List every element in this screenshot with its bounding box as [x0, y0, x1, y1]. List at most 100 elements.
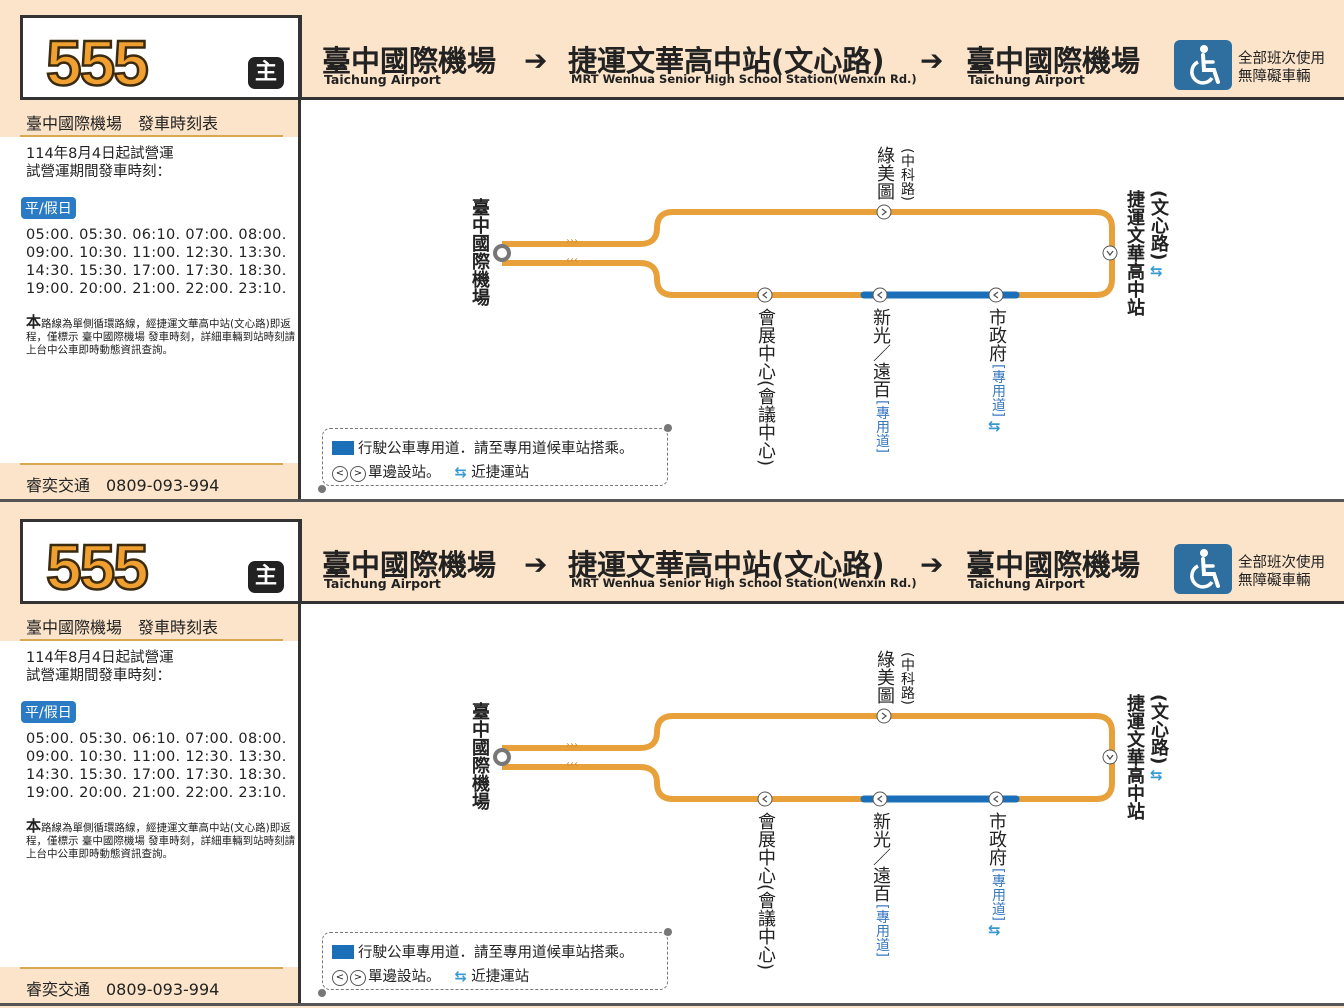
station-shinkong: 新光／遠百	[870, 812, 891, 902]
note-initial: 本	[26, 313, 42, 331]
trial-note: 114年8月4日起試營運 試營運期間發車時刻：	[26, 649, 174, 685]
direction-chevrons	[761, 208, 1114, 299]
schedule-title: 臺中國際機場 發車時刻表	[26, 618, 219, 637]
trial-times-label: 試營運期間發車時刻：	[26, 164, 171, 180]
station-markers	[757, 708, 1118, 807]
turnaround-subtitle: MRT Wenhua Senior High School Station(We…	[571, 576, 917, 590]
accessibility-note: 全部班次使用 無障礙車輛	[1238, 50, 1325, 86]
destination-subtitle: Taichung Airport	[968, 576, 1085, 591]
station-wenhua: 捷運文華高中站	[1124, 190, 1145, 316]
divider	[20, 463, 283, 465]
station-expo: 會展中心(會議中心)	[755, 812, 776, 971]
route-map-area	[301, 100, 1344, 499]
legend-text: 單邊設站。	[368, 969, 441, 985]
note-initial: 本	[26, 817, 42, 835]
mrt-transfer-icon: ⇆	[1150, 262, 1163, 280]
times-row: 09:00. 10:30. 11:00. 12:30. 13:30.	[26, 749, 287, 765]
legend-text: 近捷運站	[471, 969, 530, 985]
mrt-transfer-icon: ⇆	[988, 921, 1001, 939]
schedule-title: 臺中國際機場 發車時刻表	[26, 114, 219, 133]
station-lvmeitu: 綠美圖	[874, 650, 895, 704]
departure-times: 05:00. 05:30. 06:10. 07:00. 08:00. 09:00…	[26, 226, 287, 298]
inbound-chevrons: ‹‹‹	[566, 255, 578, 266]
wheelchair-icon	[1174, 544, 1232, 594]
route-map	[493, 204, 1118, 303]
outbound-chevrons: ›››	[566, 740, 578, 751]
station-cityhall: 市政府	[986, 308, 1007, 362]
arrow-icon: ➔	[920, 548, 944, 581]
legend-box	[322, 428, 668, 486]
legend-busway: 行駛公車專用道．請至專用道候車站搭乘。	[332, 941, 634, 962]
destination-title: 臺中國際機場	[966, 548, 1141, 582]
busway-tag: [專用道]	[874, 904, 890, 957]
trial-times-label: 試營運期間發車時刻：	[26, 668, 171, 684]
legend-corner-dot	[318, 485, 326, 493]
station-terminal: 臺中國際機場	[469, 702, 490, 810]
trial-start: 114年8月4日起試營運	[26, 650, 174, 666]
note-text: 路線為單側循環路線，經捷運文華高中站(文心路)即返程，僅標示 臺中國際機場 發車…	[26, 318, 296, 356]
operator-contact: 睿奕交通 0809-093-994	[26, 476, 220, 495]
destination-title: 臺中國際機場	[966, 44, 1141, 78]
accessibility-line: 全部班次使用	[1238, 51, 1325, 67]
turnaround-title: 捷運文華高中站(文心路)	[568, 44, 885, 78]
main-route-badge: 主	[248, 561, 284, 593]
times-row: 14:30. 15:30. 17:00. 17:30. 18:30.	[26, 263, 287, 279]
times-row: 19:00. 20:00. 21:00. 22:00. 23:10.	[26, 785, 287, 801]
busway-tag: [專用道]	[990, 364, 1006, 417]
trial-start: 114年8月4日起試營運	[26, 146, 174, 162]
legend-stops: <>單邊設站。 ⇆ 近捷運站	[332, 965, 529, 986]
legend-text: 行駛公車專用道．請至專用道候車站搭乘。	[358, 441, 634, 457]
schedule-body	[0, 641, 298, 967]
busway-tag: [專用道]	[874, 400, 890, 453]
legend-corner-dot	[664, 928, 672, 936]
wheelchair-icon	[1174, 40, 1232, 90]
divider	[20, 639, 283, 641]
mrt-transfer-icon: ⇆	[988, 417, 1001, 435]
day-type-badge: 平/假日	[21, 701, 76, 723]
arrow-icon: ➔	[920, 44, 944, 77]
accessibility-line: 無障礙車輛	[1238, 573, 1311, 589]
outbound-chevrons: ›››	[566, 236, 578, 247]
schedule-poster: 555 主 臺中國際機場 Taichung Airport ➔ 捷運文華高中站(…	[0, 504, 1344, 1008]
note-text: 路線為單側循環路線，經捷運文華高中站(文心路)即返程，僅標示 臺中國際機場 發車…	[26, 822, 296, 860]
destination-subtitle: Taichung Airport	[968, 72, 1085, 87]
divider	[20, 135, 283, 137]
legend-corner-dot	[318, 989, 326, 997]
arrow-icon: ➔	[524, 44, 548, 77]
divider	[298, 519, 301, 1006]
left-arrow-icon: <	[332, 466, 348, 482]
station-wenhua-sub: (文心路)	[1148, 694, 1169, 765]
divider	[20, 601, 1344, 604]
route-map	[493, 708, 1118, 807]
busway-tag: [專用道]	[990, 868, 1006, 921]
mrt-transfer-icon: ⇆	[454, 969, 467, 985]
busway-swatch	[332, 441, 354, 455]
right-arrow-icon: >	[350, 970, 366, 986]
station-shinkong: 新光／遠百	[870, 308, 891, 398]
divider	[0, 1003, 1344, 1006]
departure-times: 05:00. 05:30. 06:10. 07:00. 08:00. 09:00…	[26, 730, 287, 802]
station-lvmeitu: 綠美圖	[874, 146, 895, 200]
divider	[20, 97, 1344, 100]
times-row: 14:30. 15:30. 17:00. 17:30. 18:30.	[26, 767, 287, 783]
operator-contact: 睿奕交通 0809-093-994	[26, 980, 220, 999]
legend-busway: 行駛公車專用道．請至專用道候車站搭乘。	[332, 437, 634, 458]
turnaround-subtitle: MRT Wenhua Senior High School Station(We…	[571, 72, 917, 86]
divider	[20, 967, 283, 969]
legend-text: 近捷運站	[471, 465, 530, 481]
legend-box	[322, 932, 668, 990]
arrow-icon: ➔	[524, 548, 548, 581]
right-arrow-icon: >	[350, 466, 366, 482]
direction-chevrons	[761, 712, 1114, 803]
legend-text: 單邊設站。	[368, 465, 441, 481]
origin-title: 臺中國際機場	[322, 548, 497, 582]
route-line	[502, 209, 1115, 298]
legend-text: 行駛公車專用道．請至專用道候車站搭乘。	[358, 945, 634, 961]
station-lvmeitu-sub: (中科路)	[899, 148, 915, 201]
route-note: 本路線為單側循環路線，經捷運文華高中站(文心路)即返程，僅標示 臺中國際機場 發…	[26, 313, 298, 357]
legend-stops: <>單邊設站。 ⇆ 近捷運站	[332, 461, 529, 482]
origin-subtitle: Taichung Airport	[324, 576, 441, 591]
times-row: 05:00. 05:30. 06:10. 07:00. 08:00.	[26, 227, 287, 243]
left-arrow-icon: <	[332, 970, 348, 986]
station-wenhua-sub: (文心路)	[1148, 190, 1169, 261]
